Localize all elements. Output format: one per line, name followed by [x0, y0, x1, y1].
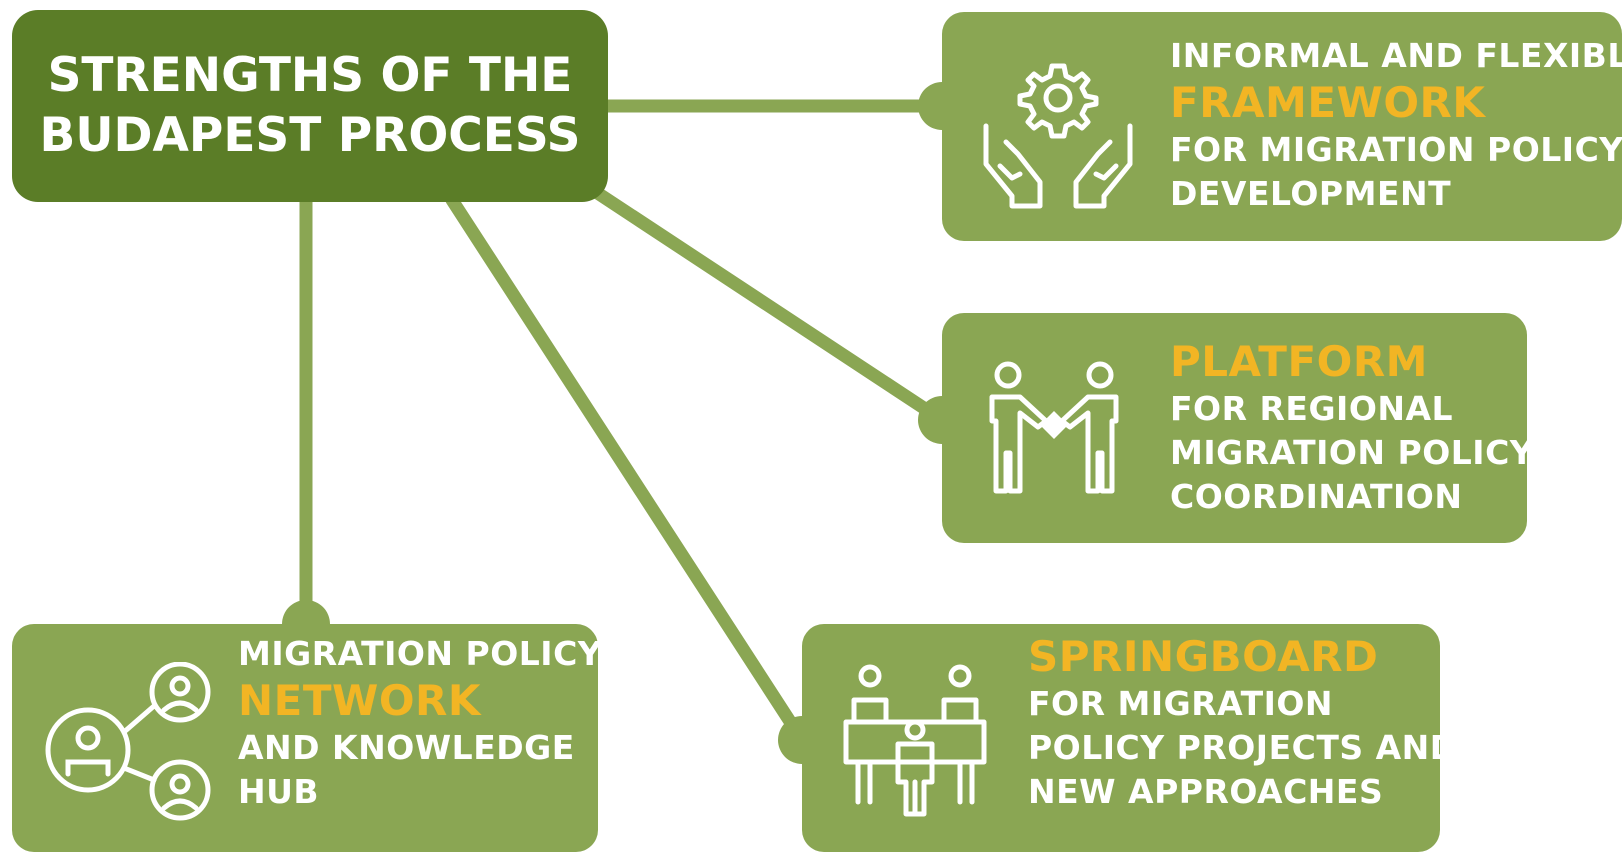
- title-box: STRENGTHS OF THE BUDAPEST PROCESS: [12, 10, 608, 202]
- framework-box: INFORMAL AND FLEXIBLE FRAMEWORK FOR MIGR…: [942, 12, 1622, 241]
- springboard-line-2: POLICY PROJECTS AND: [1028, 728, 1458, 767]
- title-line-2: BUDAPEST PROCESS: [39, 108, 581, 163]
- network-box: MIGRATION POLICY NETWORK AND KNOWLEDGE H…: [12, 624, 602, 852]
- framework-line-1: INFORMAL AND FLEXIBLE: [1170, 36, 1622, 75]
- framework-line-3: DEVELOPMENT: [1170, 174, 1452, 213]
- people-around-table-icon: [843, 664, 987, 817]
- network-highlight: NETWORK: [238, 676, 481, 725]
- connector-to-platform: [589, 185, 949, 427]
- connected-people-network-icon: [45, 662, 211, 821]
- platform-line-2: MIGRATION POLICY: [1170, 433, 1535, 472]
- two-people-exchange-icon: [989, 361, 1119, 494]
- network-line-1: MIGRATION POLICY: [238, 634, 603, 673]
- network-line-3: HUB: [238, 772, 320, 811]
- framework-line-2: FOR MIGRATION POLICY: [1170, 130, 1622, 169]
- springboard-line-3: NEW APPROACHES: [1028, 772, 1384, 811]
- platform-line-1: FOR REGIONAL: [1170, 389, 1454, 428]
- connector-to-springboard: [445, 193, 809, 747]
- title-line-1: STRENGTHS OF THE: [47, 48, 573, 103]
- springboard-line-1: FOR MIGRATION: [1028, 684, 1334, 723]
- platform-highlight: PLATFORM: [1170, 337, 1428, 386]
- hands-holding-gear-icon: [983, 63, 1133, 209]
- platform-line-3: COORDINATION: [1170, 477, 1463, 516]
- platform-box: PLATFORM FOR REGIONAL MIGRATION POLICY C…: [942, 313, 1534, 543]
- framework-highlight: FRAMEWORK: [1170, 78, 1486, 127]
- network-line-2: AND KNOWLEDGE: [238, 728, 575, 767]
- springboard-highlight: SPRINGBOARD: [1028, 632, 1379, 681]
- springboard-box: SPRINGBOARD FOR MIGRATION POLICY PROJECT…: [802, 624, 1457, 852]
